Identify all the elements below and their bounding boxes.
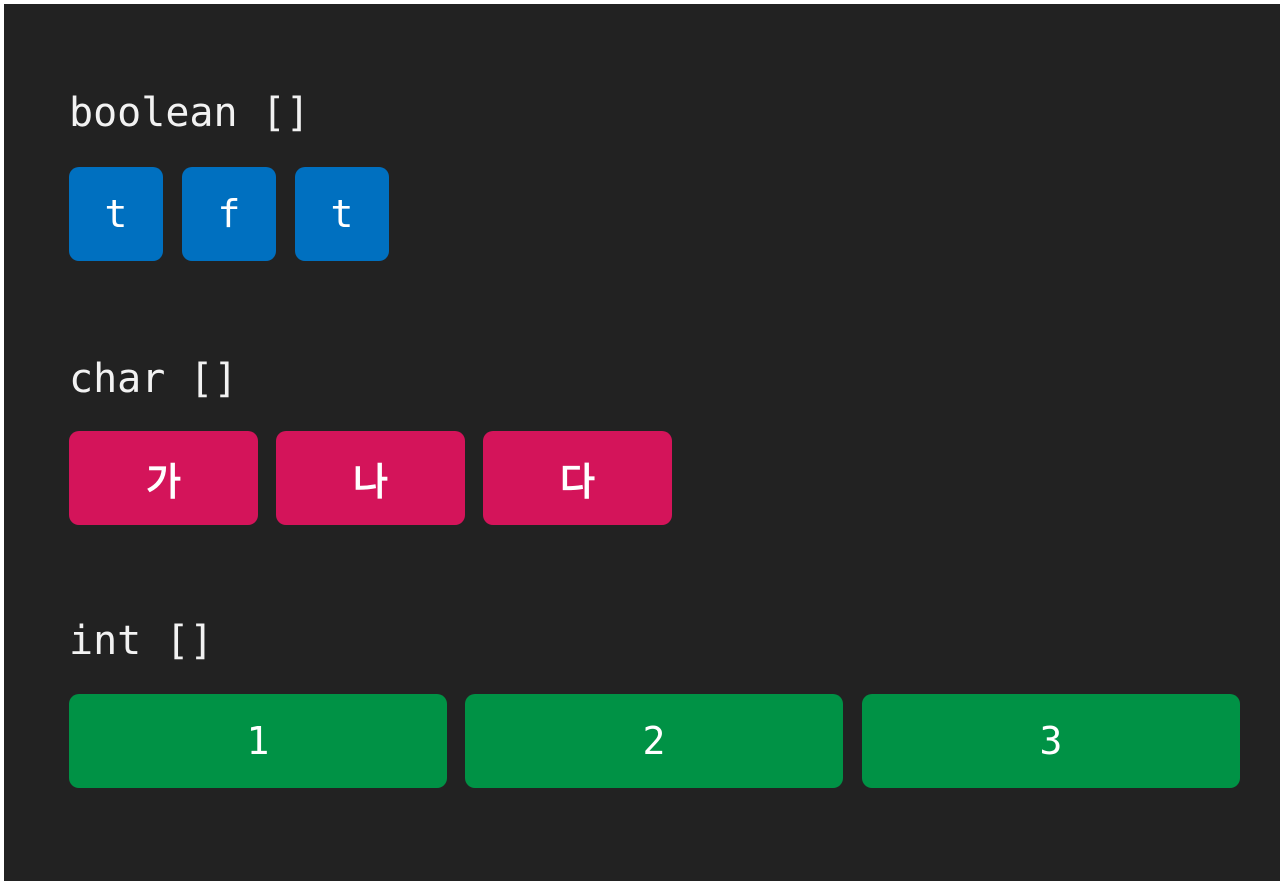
char-cell: 다 bbox=[483, 431, 672, 525]
char-cell: 나 bbox=[276, 431, 465, 525]
int-cell: 1 bbox=[69, 694, 447, 788]
int-array-label: int [] bbox=[69, 618, 214, 664]
char-array-label: char [] bbox=[69, 356, 238, 402]
boolean-array-label: boolean [] bbox=[69, 90, 310, 136]
diagram-canvas: boolean [] t f t char [] 가 나 다 int [] 1 … bbox=[4, 4, 1280, 881]
char-cell: 가 bbox=[69, 431, 258, 525]
boolean-cell: t bbox=[295, 167, 389, 261]
int-cell: 3 bbox=[862, 694, 1240, 788]
boolean-cell: f bbox=[182, 167, 276, 261]
boolean-cell: t bbox=[69, 167, 163, 261]
int-cell: 2 bbox=[465, 694, 843, 788]
